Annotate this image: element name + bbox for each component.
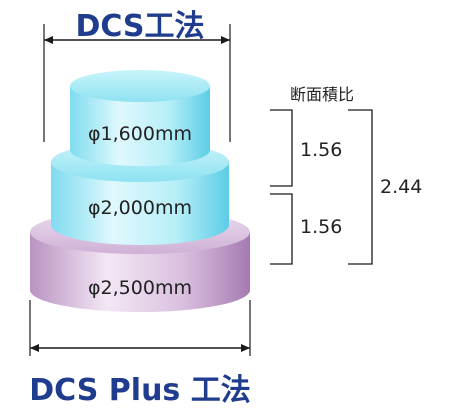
tier-middle-label: φ2,000mm <box>88 197 192 219</box>
ratio-upper-bracket <box>270 109 293 187</box>
bottom-title: DCS Plus 工法 <box>29 373 250 408</box>
ratio-lower-bracket <box>270 193 293 265</box>
ratio-upper-value: 1.56 <box>300 139 342 161</box>
ratio-total-value: 2.44 <box>380 176 422 198</box>
ratio-lower-value: 1.56 <box>300 216 342 238</box>
tier-top-cylinder <box>70 70 210 166</box>
tier-top-label: φ1,600mm <box>88 123 192 145</box>
tier-bottom-label: φ2,500mm <box>88 277 192 299</box>
ratio-total-bracket <box>348 109 373 265</box>
top-title: DCS工法 <box>75 9 204 44</box>
ratio-header: 断面積比 <box>290 85 354 104</box>
